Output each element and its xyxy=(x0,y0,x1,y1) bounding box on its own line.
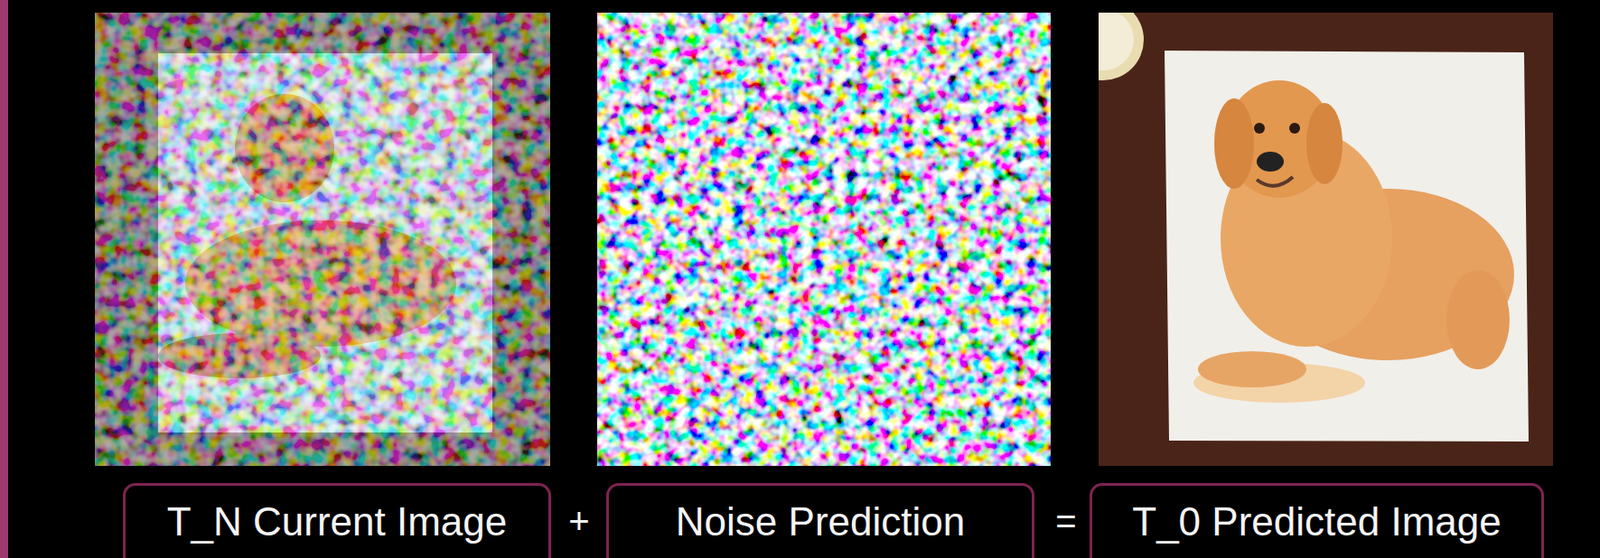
label-box: T_N Current Image xyxy=(122,483,552,558)
noisy-image xyxy=(94,12,551,467)
box-label: T_0 Predicted Image xyxy=(1132,496,1501,548)
label-box: T_0 Predicted Image xyxy=(1089,483,1544,558)
label-box: Noise Prediction xyxy=(606,483,1035,558)
box-label: T_N Current Image xyxy=(167,496,508,548)
predicted-image xyxy=(1098,12,1554,467)
accent-bar xyxy=(0,0,9,558)
noise-image xyxy=(597,12,1051,467)
operator-sign: + xyxy=(568,499,590,543)
box-label: Noise Prediction xyxy=(675,496,965,548)
operator-sign: = xyxy=(1055,499,1077,543)
